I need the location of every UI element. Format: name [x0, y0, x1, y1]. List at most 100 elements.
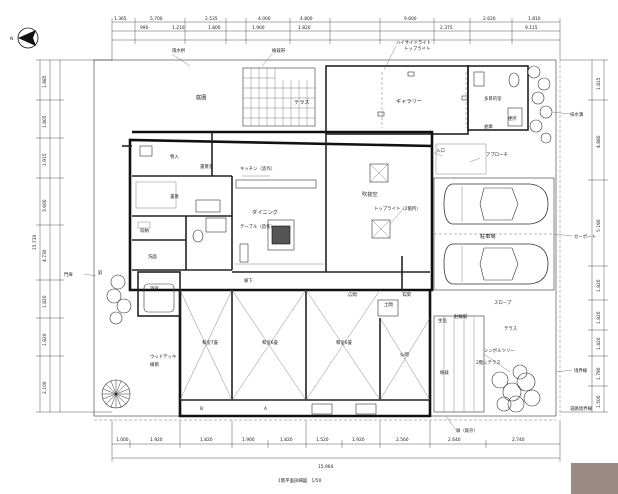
bedroom-label: 書斎 [170, 193, 179, 200]
closet-label: 収納 [140, 227, 149, 234]
right-dim-2: 5.190 [596, 219, 602, 232]
top-sub-0: 990 [140, 25, 149, 31]
terrace-label: テラス [294, 99, 309, 106]
tree-sw-icon [101, 379, 131, 409]
bottom-dim-9: 2.740 [512, 437, 525, 443]
left-dim-6: 1.820 [42, 333, 48, 346]
left-dim-7: 2.100 [42, 381, 48, 394]
top-dimensions: 1.365 5.700 2.535 4.000 4.800 9.600 2.62… [111, 16, 561, 60]
bottom-dimensions: 1.000 1.920 1.820 1.900 1.820 1.520 1.92… [111, 420, 561, 470]
bottom-dim-8: 2.640 [448, 437, 461, 443]
study-desk [195, 199, 221, 213]
gallery-note: ハイサイドライト [396, 40, 431, 46]
approach: アプローチ [435, 143, 508, 175]
gallery-note-2: トップライト [404, 46, 430, 52]
tatami-room-label: 和室7畳 [202, 339, 219, 346]
south-block: 和室7畳 和室6畳 和室6畳 仏間 A B [179, 289, 431, 415]
top-dim-5: 2.620 [483, 16, 496, 22]
wood-deck-label: ウッドデッキ [150, 353, 176, 360]
study-label: 書斎室 [200, 163, 214, 170]
washroom-label: 洗面 [148, 253, 157, 260]
top-sub-4: 1.820 [298, 25, 311, 31]
bathroom: 浴室 [137, 271, 181, 317]
bottom-dim-4: 1.820 [280, 437, 293, 443]
drain-note: 排水溝 [570, 111, 584, 118]
buddhist-room-label: 仏間 [400, 352, 409, 358]
bottom-dim-total: 15.960 [318, 464, 334, 470]
garden-north: 庭園 雨水桝 植栽帯 [171, 47, 286, 101]
letter-a: A [264, 406, 267, 412]
atrium: 吹抜空 トップライト（2箇所） [362, 163, 421, 239]
left-dim-4: 4.730 [42, 249, 48, 262]
tree-se-icon [491, 364, 541, 413]
shoe-box [377, 299, 399, 317]
car-bottom-icon [443, 243, 549, 285]
tree-note: シンボルツリー [484, 347, 515, 354]
wall-note: 塀（既存） [456, 427, 478, 434]
yard-label-west: 庭 [98, 269, 103, 276]
bottom-dim-2: 1.820 [200, 437, 213, 443]
dining-label: ダイニング [252, 208, 278, 216]
garage-label: 駐車場 [480, 232, 496, 240]
entry-note: 入口 [436, 148, 445, 154]
right-dim-1: 4.880 [596, 135, 602, 148]
approach-label: アプローチ [486, 152, 508, 158]
sink-icon [205, 217, 227, 233]
top-dim-6: 1.810 [528, 16, 541, 22]
color-swatch [571, 463, 618, 494]
gallery-label: ギャラリー [396, 98, 422, 105]
right-dim-6: 1.790 [596, 367, 602, 380]
left-dim-2: 1.915 [42, 153, 48, 166]
top-sub-3: 1.900 [252, 25, 265, 31]
japanese-room-a-label: 和室6畳 [262, 339, 279, 346]
left-dim-total: 15.730 [32, 234, 38, 250]
dining-room: ダイニング キッチン（造作） テーブル（造作） [234, 165, 324, 265]
dining-note: テーブル（造作） [240, 223, 275, 230]
engawa-label: 縁側 [150, 361, 159, 368]
top-dim-3: 4.000 [258, 16, 271, 22]
garden-label: 庭園 [196, 93, 206, 101]
north-label: N [10, 36, 13, 42]
house-walls [122, 130, 434, 418]
garage: 駐車場 カーポート スロープ [433, 177, 596, 306]
garage-note: カーポート [574, 233, 596, 240]
storage-shelf [139, 145, 153, 157]
terrace: テラス [242, 67, 316, 127]
top-note-label: 雨水桝 [172, 47, 186, 54]
slope-label: スロープ [494, 300, 512, 306]
car-top-icon [443, 183, 549, 225]
top-dim-4: 4.800 [300, 16, 313, 22]
letter-b: B [200, 406, 203, 412]
bottom-dim-5: 1.520 [316, 437, 329, 443]
atrium-note: トップライト（2箇所） [374, 205, 421, 212]
right-dim-0: 1.815 [596, 77, 602, 90]
storage-label: 物入 [170, 153, 179, 160]
multipurpose-label: 多目的室 [484, 95, 502, 102]
bottom-dim-3: 1.900 [242, 437, 255, 443]
gate-note: 門扉 [64, 271, 73, 278]
interior-walls-north [132, 132, 430, 290]
right-dim-7: 1.500 [596, 395, 602, 408]
left-dim-0: 1.885 [42, 75, 48, 88]
right-dim-3: 1.820 [596, 279, 602, 292]
top-sub-1: 1.210 [172, 25, 185, 31]
veranda-label: テラス [504, 326, 517, 332]
bottom-dim-7: 2.560 [396, 437, 409, 443]
top-dim-1: 5.700 [150, 16, 163, 22]
top-dim-2: 2.535 [205, 16, 218, 22]
hedge-note-label: 植栽帯 [272, 47, 286, 54]
top-sub-5: 2.375 [440, 25, 453, 31]
shrubs-west-icon [106, 274, 132, 325]
entrance-label: 玄関 [402, 291, 411, 298]
right-dim-5: 1.420 [596, 337, 602, 350]
bottom-dim-0: 1.000 [116, 437, 129, 443]
top-dim-0: 1.365 [114, 16, 127, 22]
left-dim-5: 1.820 [42, 295, 48, 308]
shrubs-ne-icon [527, 65, 553, 144]
southeast-yard: 駐輪場 テラス 植栽 2階にテラス シンボルツリー 境界線 塀（既存） 生垣 [433, 313, 588, 434]
top-sub-6: 9.115 [525, 25, 538, 31]
yard-note-2: 2階にテラス [476, 359, 501, 366]
yard-note: 植栽 [440, 369, 449, 376]
right-dim-4: 1.820 [596, 311, 602, 324]
